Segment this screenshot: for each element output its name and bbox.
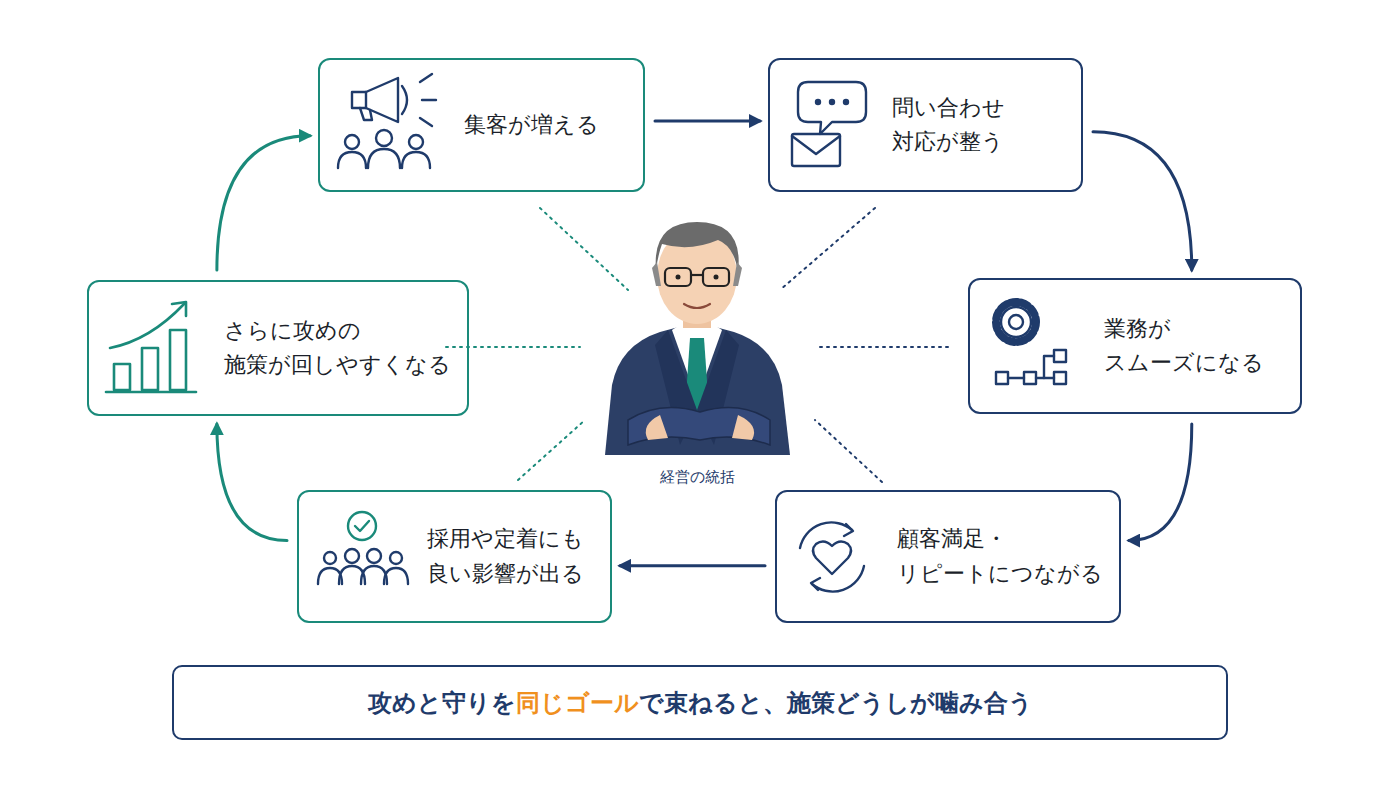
summary-banner: 攻めと守りを同じゴールで束ねると、施策どうしが噛み合う: [172, 665, 1228, 740]
step-text: 顧客満足・ リピートにつながる: [897, 522, 1103, 590]
megaphone-icon: [338, 74, 436, 168]
banner-text: 同じゴール: [516, 687, 639, 719]
flow-arrow: [1129, 424, 1192, 541]
gear-flow-icon: [996, 302, 1066, 384]
step-text: 集客が増える: [464, 108, 599, 142]
flow-arrow: [217, 136, 310, 270]
step-text: さらに攻めの 施策が回しやすくなる: [224, 314, 451, 382]
banner-text: 攻めと守りを: [368, 687, 516, 719]
growth-chart-icon: [106, 302, 196, 392]
step-box: 集客が増える: [318, 58, 645, 192]
team-check-icon: [318, 512, 408, 584]
leader-lines: [446, 208, 952, 482]
step-box: 問い合わせ 対応が整う: [768, 58, 1083, 192]
businessman-figure: [605, 222, 790, 455]
step-text: 採用や定着にも 良い影響が出る: [427, 522, 584, 590]
flow-arrow: [620, 564, 765, 567]
step-box: 業務が スムーズになる: [968, 278, 1302, 414]
contact-icon: [792, 82, 866, 166]
step-box: さらに攻めの 施策が回しやすくなる: [87, 280, 469, 416]
step-text: 業務が スムーズになる: [1104, 312, 1264, 380]
figure-caption: 経営の統括: [660, 468, 735, 487]
step-box: 採用や定着にも 良い影響が出る: [297, 490, 612, 623]
flow-arrow: [1093, 132, 1192, 270]
banner-text: で束ねると、施策どうしが噛み合う: [639, 687, 1033, 719]
step-box: 顧客満足・ リピートにつながる: [775, 490, 1121, 623]
heart-cycle-icon: [800, 522, 864, 591]
flow-arrow: [217, 424, 287, 541]
step-text: 問い合わせ 対応が整う: [892, 91, 1005, 159]
flow-arrow: [655, 119, 760, 122]
